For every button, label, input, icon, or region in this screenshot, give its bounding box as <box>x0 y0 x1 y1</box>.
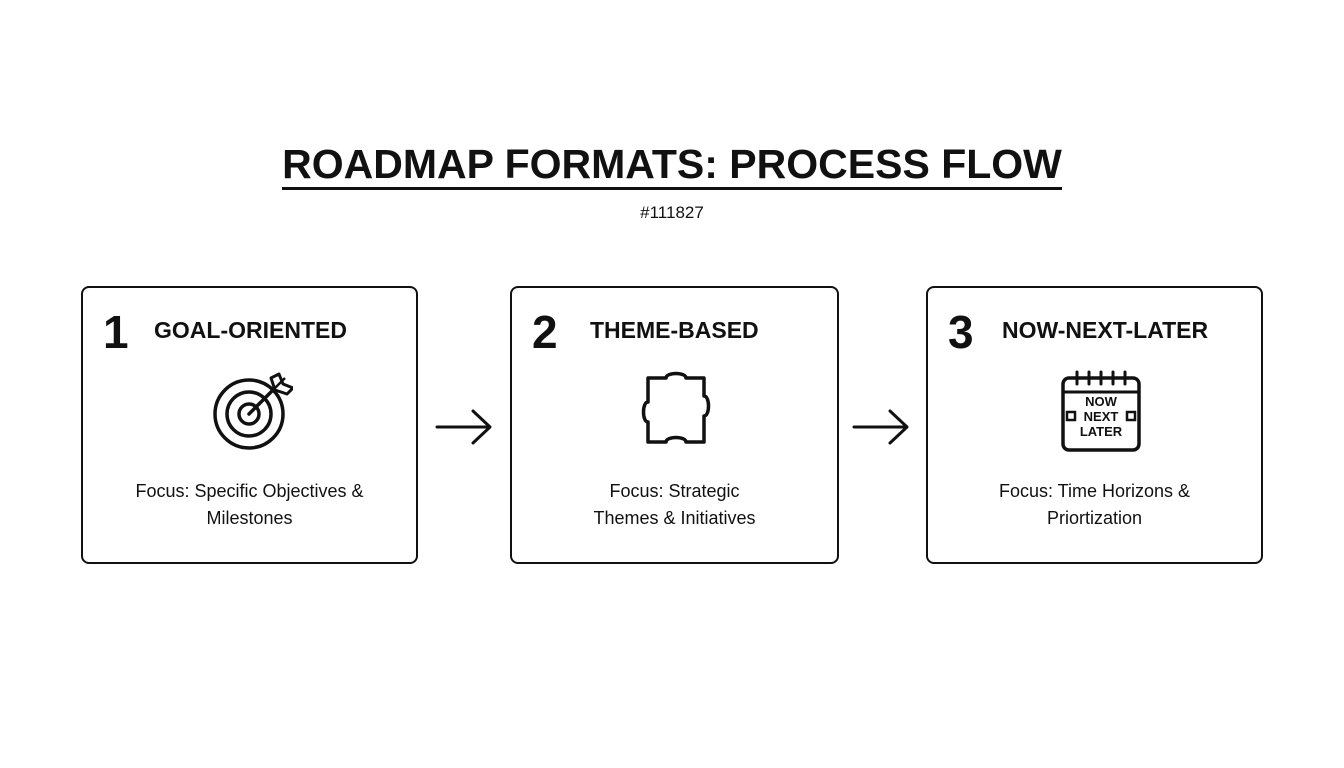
step-title: GOAL-ORIENTED <box>154 317 347 343</box>
step-title: THEME-BASED <box>590 317 759 343</box>
calendar-label-next: NEXT <box>1084 409 1119 424</box>
arrow-right-icon <box>434 406 494 446</box>
step-focus-line-1: Focus: Specific Objectives & <box>135 481 364 501</box>
step-card-theme-based: 2 THEME-BASED Focus: Strategic Themes & … <box>510 286 839 564</box>
calendar-icon: NOW NEXT LATER <box>1059 370 1143 454</box>
step-focus-line-2: Milestones <box>206 508 293 528</box>
page-title: ROADMAP FORMATS: PROCESS FLOW <box>0 138 1344 190</box>
page-title-text: ROADMAP FORMATS: PROCESS FLOW <box>282 141 1062 190</box>
step-focus-line-2: Themes & Initiatives <box>593 508 756 528</box>
step-number: 3 <box>948 306 974 358</box>
step-title: NOW-NEXT-LATER <box>1002 317 1209 343</box>
step-focus: Focus: Strategic Themes & Initiatives <box>522 478 827 532</box>
step-focus-line-2: Priortization <box>1046 508 1143 528</box>
page-subtitle: #111827 <box>640 203 704 222</box>
calendar-label-now: NOW <box>1085 394 1118 409</box>
step-card-now-next-later: 3 NOW-NEXT-LATER NOW NEXT LATER Focus: T… <box>926 286 1263 564</box>
puzzle-piece-icon <box>634 370 718 454</box>
step-focus-line-1: Focus: Strategic <box>609 481 740 501</box>
step-focus: Focus: Specific Objectives & Milestones <box>93 478 406 532</box>
target-icon <box>209 370 295 454</box>
step-card-goal-oriented: 1 GOAL-ORIENTED Focus: Specific Objectiv… <box>81 286 418 564</box>
step-number: 2 <box>532 306 558 358</box>
arrow-right-icon <box>851 406 911 446</box>
step-focus: Focus: Time Horizons & Priortization <box>938 478 1251 532</box>
step-focus-line-1: Focus: Time Horizons & <box>998 481 1191 501</box>
step-number: 1 <box>103 306 129 358</box>
calendar-label-later: LATER <box>1080 424 1123 439</box>
